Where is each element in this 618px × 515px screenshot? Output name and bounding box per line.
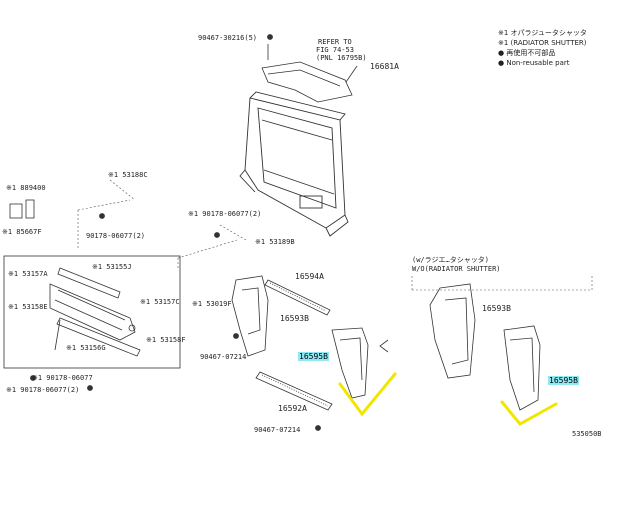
legend-line-3: ● 再使用不可部品 (498, 49, 556, 57)
label-16595B: 16595B (298, 352, 329, 361)
label-90467-07214: 90467-07214 (200, 353, 247, 361)
label-53157C: ※1 53157C (140, 298, 180, 306)
check-marks (338, 372, 558, 426)
right-parts (429, 283, 541, 411)
label-53158E: ※1 53158E (8, 303, 48, 311)
label-w-en: W/O(RADIATOR SHUTTER) (412, 265, 501, 273)
label-53188C: ※1 53188C (108, 171, 148, 179)
label-53189B: ※1 53189B (255, 238, 295, 246)
label-90178-2b: ※1 90178-06077(2) (188, 210, 262, 218)
label-90467-bottom: 90467-07214 (254, 426, 301, 434)
legend: ※1 オパラジュータシャッタ ※1 (RADIATOR SHUTTER) ● 再… (498, 28, 587, 68)
label-refer: REFER TO (318, 38, 352, 46)
label-53155J: ※1 53155J (92, 263, 132, 271)
center-parts (231, 275, 389, 411)
label-53156G: ※1 53156G (66, 344, 106, 352)
top-cover-panel (261, 44, 358, 103)
label-16592A: 16592A (278, 404, 307, 413)
label-16595B-right: 16595B (548, 376, 579, 385)
label-16593B: 16593B (280, 314, 309, 323)
label-w-jp: (w/ラジエ…タシャッタ) (412, 256, 489, 264)
label-53158F: ※1 53158F (146, 336, 186, 344)
label-bolt-top: 90467-30216(5) (198, 34, 258, 42)
label-53019F: ※1 53019F (192, 300, 232, 308)
label-16594A: 16594A (295, 272, 324, 281)
label-90178-06077: ※1 90178-06077 (32, 374, 93, 382)
radiator-support-frame (239, 91, 349, 237)
legend-line-4: ● Non-reusable part (498, 59, 570, 67)
label-85667F: ※1 85667F (2, 228, 42, 236)
label-16681A: 16681A (370, 62, 399, 71)
label-code: 535050B (572, 430, 602, 438)
legend-line-1: ※1 オパラジュータシャッタ (498, 29, 587, 37)
label-90178-2: 90178-06077(2) (86, 232, 146, 240)
label-pnc: (PNL 16795B) (316, 54, 367, 62)
label-889400: ※1 889400 (6, 184, 46, 192)
label-53157A: ※1 53157A (8, 270, 48, 278)
label-16593B-right: 16593B (482, 304, 511, 313)
legend-line-2: ※1 (RADIATOR SHUTTER) (498, 39, 587, 47)
shutter-assembly-box (3, 255, 181, 369)
label-fig: FIG 74-53 (316, 46, 354, 54)
label-90178-bottom: ※1 90178-06077(2) (6, 386, 80, 394)
